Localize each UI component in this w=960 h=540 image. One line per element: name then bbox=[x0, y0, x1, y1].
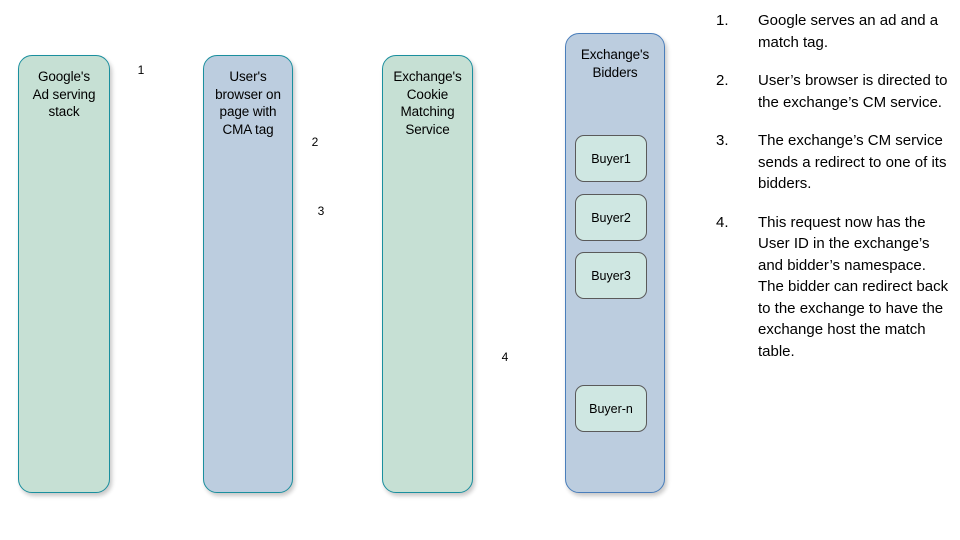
step-number: 4. bbox=[716, 213, 729, 231]
lane-label: Google's Ad serving stack bbox=[32, 69, 96, 119]
buyer-label: Buyer-n bbox=[589, 401, 633, 416]
arrow-4-label: 4 bbox=[501, 350, 509, 364]
arrow-2-label: 2 bbox=[311, 135, 319, 149]
lane-exchange-cookie-matching-service[interactable]: Exchange's Cookie Matching Service bbox=[382, 55, 473, 493]
buyer-label: Buyer3 bbox=[591, 268, 631, 283]
buyer-chip-buyer2[interactable]: Buyer2 bbox=[575, 194, 647, 241]
arrow-1-label: 1 bbox=[137, 63, 145, 77]
step-text: This request now has the User ID in the … bbox=[758, 213, 949, 360]
step-number: 2. bbox=[716, 72, 729, 89]
buyer-label: Buyer1 bbox=[591, 151, 631, 166]
buyer-chip-buyer3[interactable]: Buyer3 bbox=[575, 252, 647, 299]
arrow-3-label: 3 bbox=[317, 204, 325, 218]
list-item: 4. This request now has the User ID in t… bbox=[712, 212, 952, 363]
buyer-chip-buyer-n[interactable]: Buyer-n bbox=[575, 385, 647, 432]
buyer-label: Buyer2 bbox=[591, 210, 631, 225]
buyer-chip-buyer1[interactable]: Buyer1 bbox=[575, 135, 647, 182]
lane-label: User's browser on page with CMA tag bbox=[215, 69, 281, 137]
step-number: 1. bbox=[716, 12, 729, 29]
list-item: 1. Google serves an ad and a match tag. bbox=[712, 10, 952, 53]
lane-label: Exchange's Bidders bbox=[580, 47, 650, 80]
steps-list: 1. Google serves an ad and a match tag. … bbox=[712, 10, 952, 379]
step-text: The exchange’s CM service sends a redire… bbox=[758, 132, 947, 192]
lane-google-ad-serving-stack[interactable]: Google's Ad serving stack bbox=[18, 55, 110, 493]
list-item: 2. User’s browser is directed to the exc… bbox=[712, 70, 952, 113]
step-text: User’s browser is directed to the exchan… bbox=[758, 72, 948, 111]
list-item: 3. The exchange’s CM service sends a red… bbox=[712, 130, 952, 195]
step-number: 3. bbox=[716, 132, 729, 149]
step-text: Google serves an ad and a match tag. bbox=[758, 12, 939, 51]
lane-label: Exchange's Cookie Matching Service bbox=[393, 69, 462, 137]
lane-user-browser[interactable]: User's browser on page with CMA tag bbox=[203, 55, 293, 493]
